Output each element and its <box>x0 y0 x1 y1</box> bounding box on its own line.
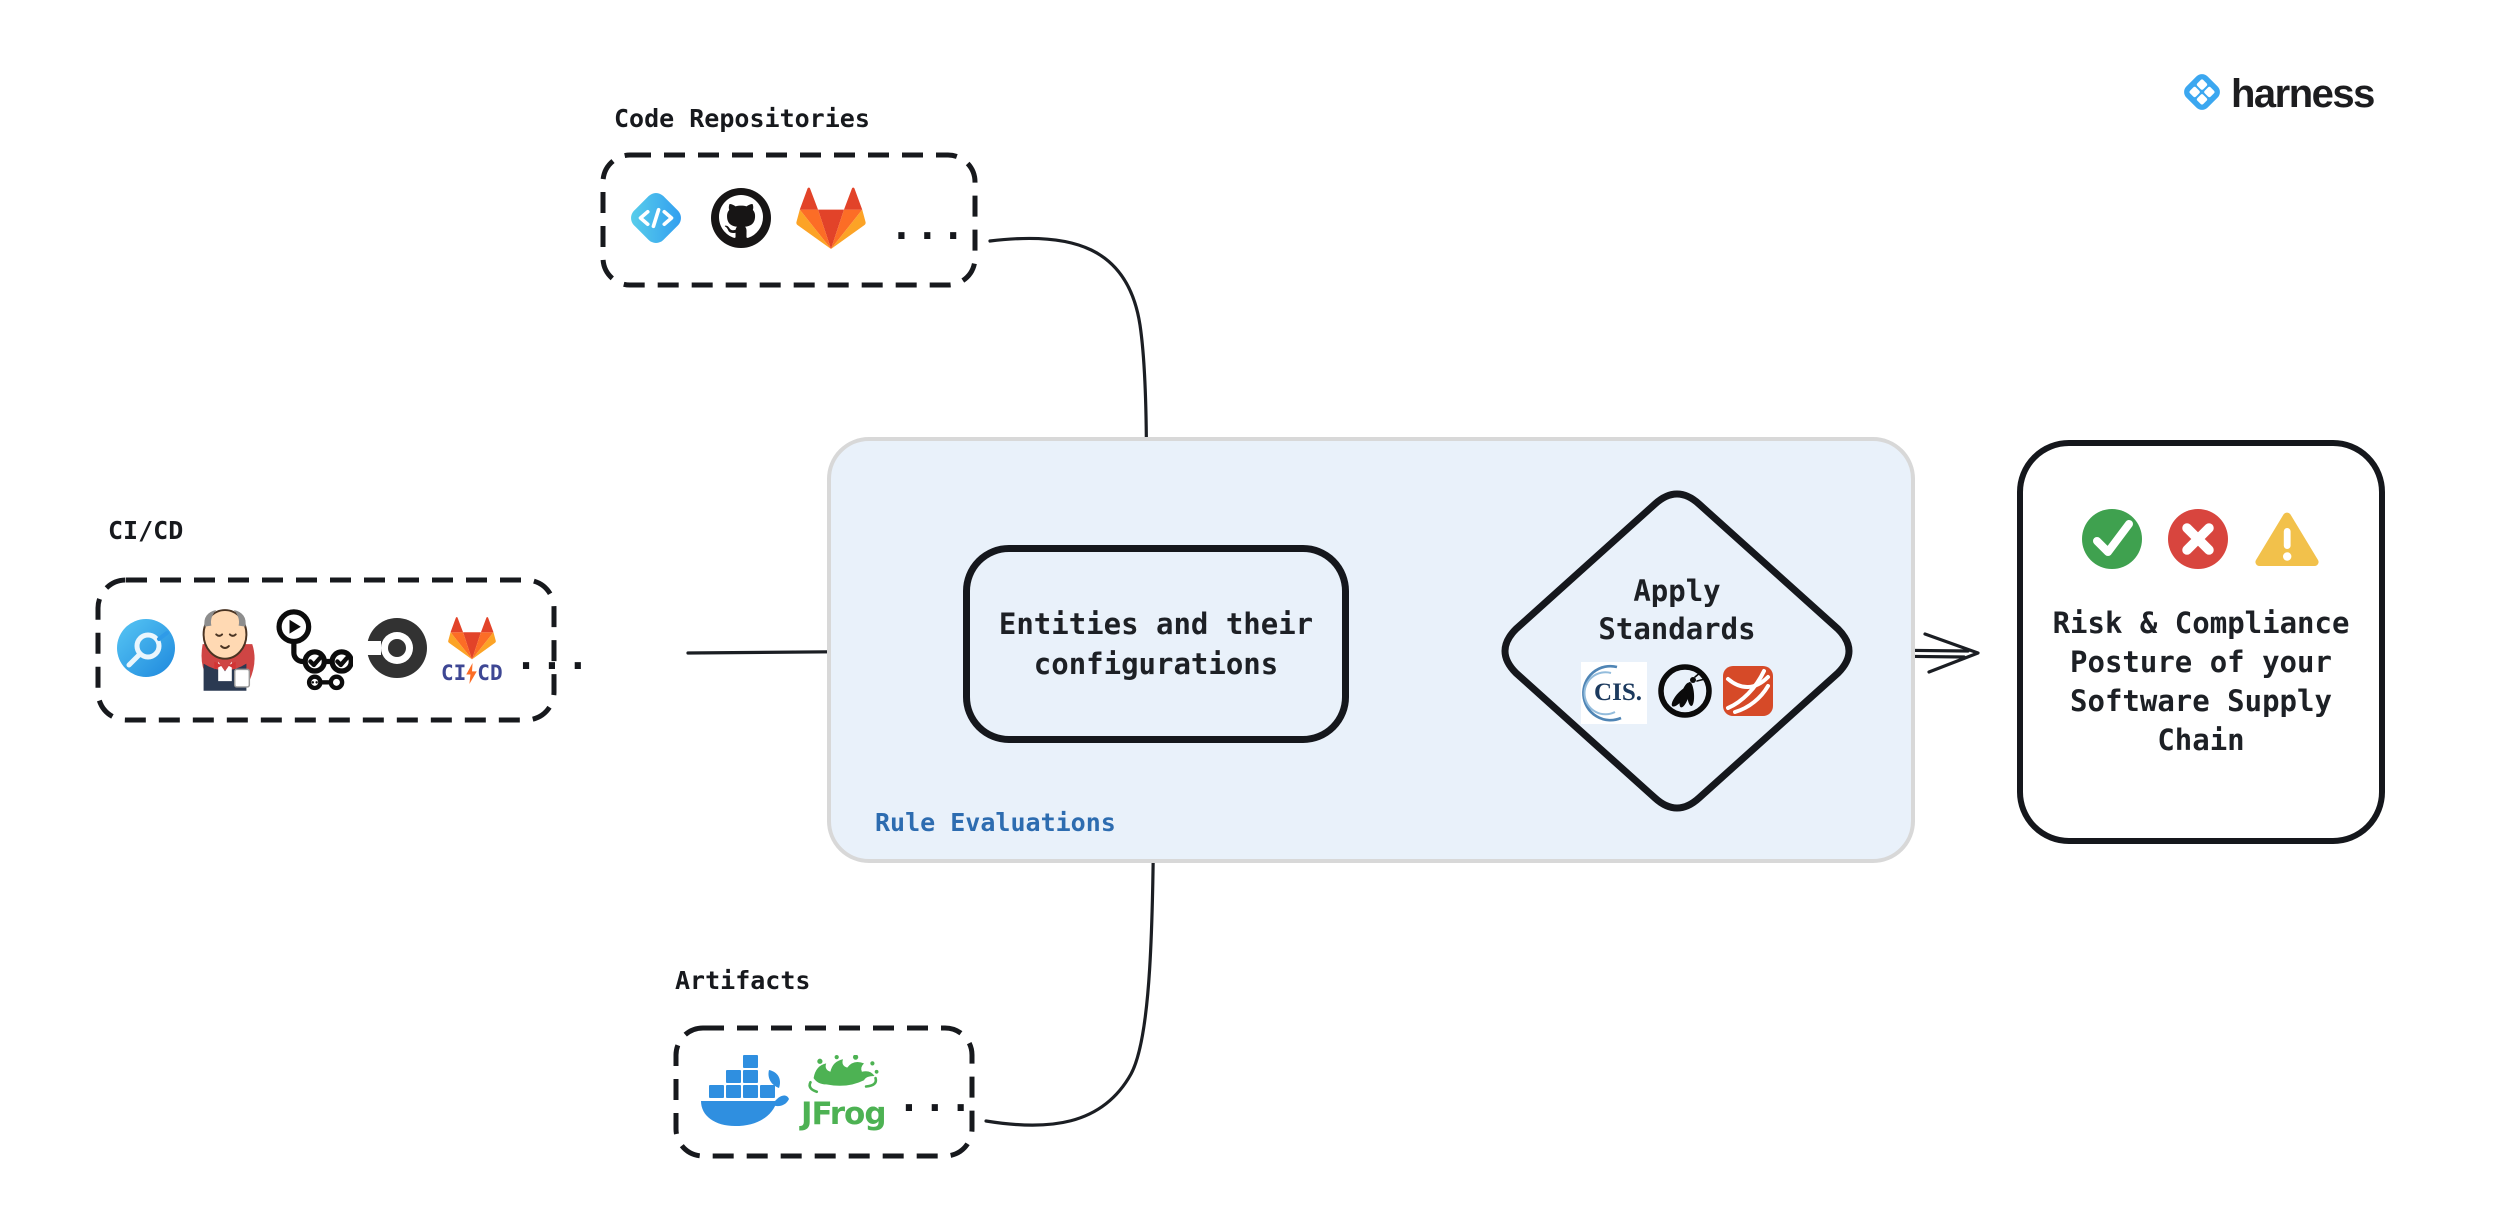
outcome-line3: Software Supply <box>2070 684 2332 718</box>
owasp-icon <box>1657 663 1713 723</box>
circleci-icon <box>365 616 429 684</box>
gitlab-cicd-icon: CI CD <box>441 616 503 684</box>
gitlab-ci-text: CI <box>441 661 467 685</box>
harness-brand: harness <box>2180 70 2375 118</box>
cis-label: CIS. <box>1594 679 1642 706</box>
apply-standards-node: Apply Standards CIS. <box>1490 478 1864 824</box>
code-repositories-label: Code Repositories <box>614 104 870 133</box>
warning-triangle-icon <box>2253 509 2321 573</box>
check-circle-icon <box>2081 508 2143 574</box>
cicd-group: CI CD ... <box>95 577 589 723</box>
gitlab-icon <box>796 186 866 254</box>
standards-badge-red-icon <box>1723 666 1773 720</box>
github-icon <box>710 187 772 253</box>
harness-logo-icon <box>2180 70 2224 118</box>
apply-standards-line2: Standards <box>1598 612 1756 646</box>
entities-node: Entities and their configurations <box>963 545 1349 743</box>
cis-arc <box>1582 664 1622 722</box>
harness-ci-icon <box>115 617 177 683</box>
github-actions-icon <box>273 605 354 695</box>
gitlab-cd-text: CD <box>477 661 503 685</box>
dashed-border <box>673 1025 975 1159</box>
cicd-label: CI/CD <box>108 516 184 545</box>
apply-standards-line1: Apply <box>1633 574 1721 608</box>
brand-name: harness <box>2231 72 2375 116</box>
diamond-shape <box>1501 490 1853 812</box>
outcome-node: Risk & Compliance Posture of your Softwa… <box>2017 440 2385 844</box>
artifacts-group: JFrog ... <box>673 1025 975 1159</box>
rule-evaluations-label: Rule Evaluations <box>875 808 1116 837</box>
artifacts-label: Artifacts <box>675 966 811 995</box>
rule-evaluations-panel: Rule Evaluations <box>827 437 1915 863</box>
cis-icon: CIS. <box>1581 662 1647 724</box>
more-ellipsis: ... <box>514 634 593 678</box>
cross-circle-icon <box>2167 508 2229 574</box>
docker-icon <box>697 1052 789 1132</box>
entities-line2: configurations <box>1033 647 1279 681</box>
outcome-line1: Risk & Compliance <box>2052 606 2350 640</box>
harness-code-icon <box>626 188 686 252</box>
jfrog-icon: JFrog <box>801 1054 887 1132</box>
jfrog-splash-icon <box>808 1054 879 1093</box>
code-repositories-group: ... <box>600 152 978 288</box>
outcome-line4: Chain <box>2157 723 2245 757</box>
entities-line1: Entities and their <box>998 607 1314 641</box>
dashed-border <box>95 577 557 723</box>
jenkins-icon <box>189 602 261 698</box>
more-ellipsis: ... <box>897 1076 976 1120</box>
more-ellipsis: ... <box>890 204 968 248</box>
lightning-bolt-icon <box>466 662 478 684</box>
gitlab-fox-icon <box>447 617 496 660</box>
jfrog-label: JFrog <box>801 1095 887 1132</box>
outcome-line2: Posture of your <box>2070 645 2332 679</box>
